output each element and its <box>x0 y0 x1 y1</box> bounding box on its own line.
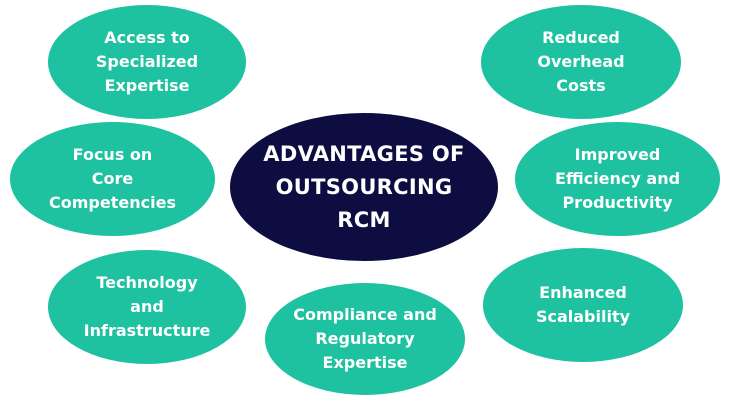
node-label: Access to Specialized Expertise <box>95 28 199 95</box>
node-label: Focus on Core Competencies <box>49 145 176 212</box>
node-label: Compliance and Regulatory Expertise <box>293 305 437 372</box>
node-improved-efficiency-and-productivity: Improved Efficiency and Productivity <box>515 122 720 236</box>
node-label: Enhanced Scalability <box>535 283 631 326</box>
center-title: ADVANTAGES OF OUTSOURCING RCM <box>263 141 465 232</box>
center-ellipse: ADVANTAGES OF OUTSOURCING RCM <box>230 113 498 261</box>
node-enhanced-scalability: Enhanced Scalability <box>483 248 683 362</box>
node-label: Improved Efficiency and Productivity <box>554 145 681 212</box>
node-label: Reduced Overhead Costs <box>537 28 625 95</box>
node-technology-and-infrastructure: Technology and Infrastructure <box>48 250 246 364</box>
node-access-to-specialized-expertise: Access to Specialized Expertise <box>48 5 246 119</box>
node-reduced-overhead-costs: Reduced Overhead Costs <box>481 5 681 119</box>
node-focus-on-core-competencies: Focus on Core Competencies <box>10 122 215 236</box>
node-label: Technology and Infrastructure <box>83 273 211 340</box>
node-compliance-and-regulatory-expertise: Compliance and Regulatory Expertise <box>265 283 465 395</box>
